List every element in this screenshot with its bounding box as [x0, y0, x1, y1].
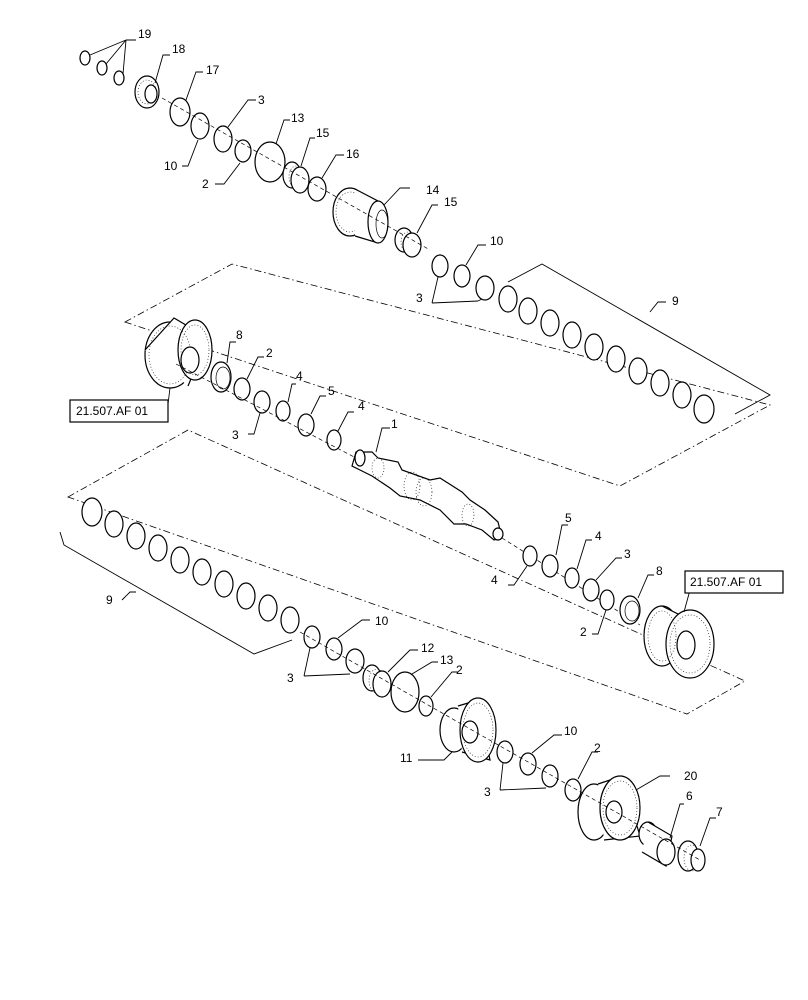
callout-10-ur: 10 — [490, 234, 504, 248]
shim-3-bottom-b[interactable] — [541, 764, 559, 788]
snap-ring-4-b[interactable] — [326, 429, 342, 451]
callout-15-upper: 15 — [316, 126, 330, 140]
callout-3-ll: 3 — [287, 671, 294, 685]
callout-10-upper: 10 — [164, 159, 178, 173]
snap-ring-13-upper[interactable] — [254, 141, 286, 183]
callout-11: 11 — [400, 751, 413, 765]
callout-2-bottom: 2 — [594, 741, 601, 755]
reference-box-right[interactable] — [684, 570, 784, 594]
callout-8-right: 8 — [656, 564, 663, 578]
thrust-washer-5-b[interactable] — [541, 554, 559, 578]
gear-hub-14[interactable] — [332, 187, 389, 244]
callout-14: 14 — [426, 183, 440, 197]
callout-13-lower: 13 — [440, 653, 454, 667]
clutch-drum-left[interactable] — [144, 317, 213, 389]
needle-bearing-15-upper[interactable] — [282, 161, 310, 194]
shim-3-ll-b[interactable] — [345, 648, 365, 674]
callout-9-upper: 9 — [672, 294, 679, 308]
snap-ring-2-right[interactable] — [599, 589, 615, 611]
clutch-disc-stack-9-upper[interactable] — [498, 285, 715, 424]
thrust-washer-5-a[interactable] — [297, 413, 315, 437]
clutch-disc-stack-9-lower[interactable] — [81, 497, 300, 634]
callout-13-upper: 13 — [291, 111, 305, 125]
callout-10-bottom: 10 — [564, 724, 578, 738]
shim-3-mid[interactable] — [253, 390, 271, 414]
callout-16: 16 — [346, 147, 360, 161]
shim-3-ll-a[interactable] — [303, 625, 321, 649]
shim-10-bottom[interactable] — [519, 752, 537, 776]
callout-3-ur: 3 — [416, 291, 423, 305]
bearing-18[interactable] — [134, 75, 160, 109]
callout-9-lower: 9 — [106, 593, 113, 607]
callout-18: 18 — [172, 42, 186, 56]
needle-bearing-15-lower[interactable] — [394, 227, 422, 258]
reference-right-text: 21.507.AF 01 — [690, 575, 762, 589]
callout-2-mid: 2 — [266, 346, 273, 360]
shim-10-ll[interactable] — [325, 637, 343, 661]
reference-box-left[interactable] — [69, 399, 169, 423]
snap-ring-2-mid[interactable] — [233, 377, 251, 401]
shim-10-ur[interactable] — [453, 264, 471, 288]
seal-ring-8-right[interactable] — [619, 595, 641, 625]
snap-ring-4-d[interactable] — [564, 567, 580, 589]
shim-3-ur-b[interactable] — [475, 275, 495, 301]
bearing-7[interactable] — [677, 840, 706, 872]
callout-3-bottom: 3 — [484, 785, 491, 799]
snap-ring-2-ll[interactable] — [418, 695, 434, 717]
callout-5-a: 5 — [328, 384, 335, 398]
callout-3-right: 3 — [624, 547, 631, 561]
upper-assembly-outline — [123, 263, 772, 487]
shim-3-ur-a[interactable] — [431, 254, 449, 278]
washer-16[interactable] — [307, 176, 327, 202]
snap-ring-2-upper[interactable] — [234, 139, 252, 163]
shim-3-bottom-a[interactable] — [496, 740, 514, 764]
snap-ring-4-a[interactable] — [275, 400, 291, 422]
callout-19: 19 — [138, 27, 152, 41]
reference-left-text: 21.507.AF 01 — [76, 404, 148, 418]
callout-12: 12 — [421, 641, 435, 655]
callout-10-ll: 10 — [375, 614, 389, 628]
shim-3-right[interactable] — [582, 578, 600, 602]
snap-ring-4-c[interactable] — [522, 545, 538, 567]
callout-2-right: 2 — [580, 625, 587, 639]
callout-3-mid: 3 — [232, 428, 239, 442]
callout-4-a: 4 — [296, 369, 303, 383]
shim-10-upper[interactable] — [190, 112, 210, 140]
callout-20: 20 — [684, 769, 698, 783]
callout-2-ll: 2 — [456, 663, 463, 677]
callout-4-d: 4 — [595, 529, 602, 543]
sleeve-6[interactable] — [638, 821, 676, 867]
callout-8-left: 8 — [236, 328, 243, 342]
gear-11[interactable] — [439, 697, 497, 763]
callout-7: 7 — [716, 805, 723, 819]
shim-3-upper[interactable] — [213, 125, 233, 153]
needle-bearing-12[interactable] — [362, 664, 392, 698]
callout-1: 1 — [391, 417, 398, 431]
callout-2-upper: 2 — [202, 177, 209, 191]
callout-6: 6 — [686, 789, 693, 803]
snap-ring-set-19[interactable] — [79, 50, 125, 86]
callout-4-c: 4 — [491, 573, 498, 587]
callout-4-b: 4 — [358, 399, 365, 413]
callout-15-lower: 15 — [444, 195, 458, 209]
main-shaft-1[interactable] — [351, 449, 504, 541]
lower-assembly-outline — [67, 429, 746, 715]
clutch-drum-right[interactable] — [643, 605, 715, 679]
callout-3-upper: 3 — [258, 93, 265, 107]
snap-ring-2-bottom[interactable] — [564, 778, 582, 802]
callout-17: 17 — [206, 63, 220, 77]
callout-5-b: 5 — [565, 511, 572, 525]
gear-20[interactable] — [577, 775, 641, 841]
